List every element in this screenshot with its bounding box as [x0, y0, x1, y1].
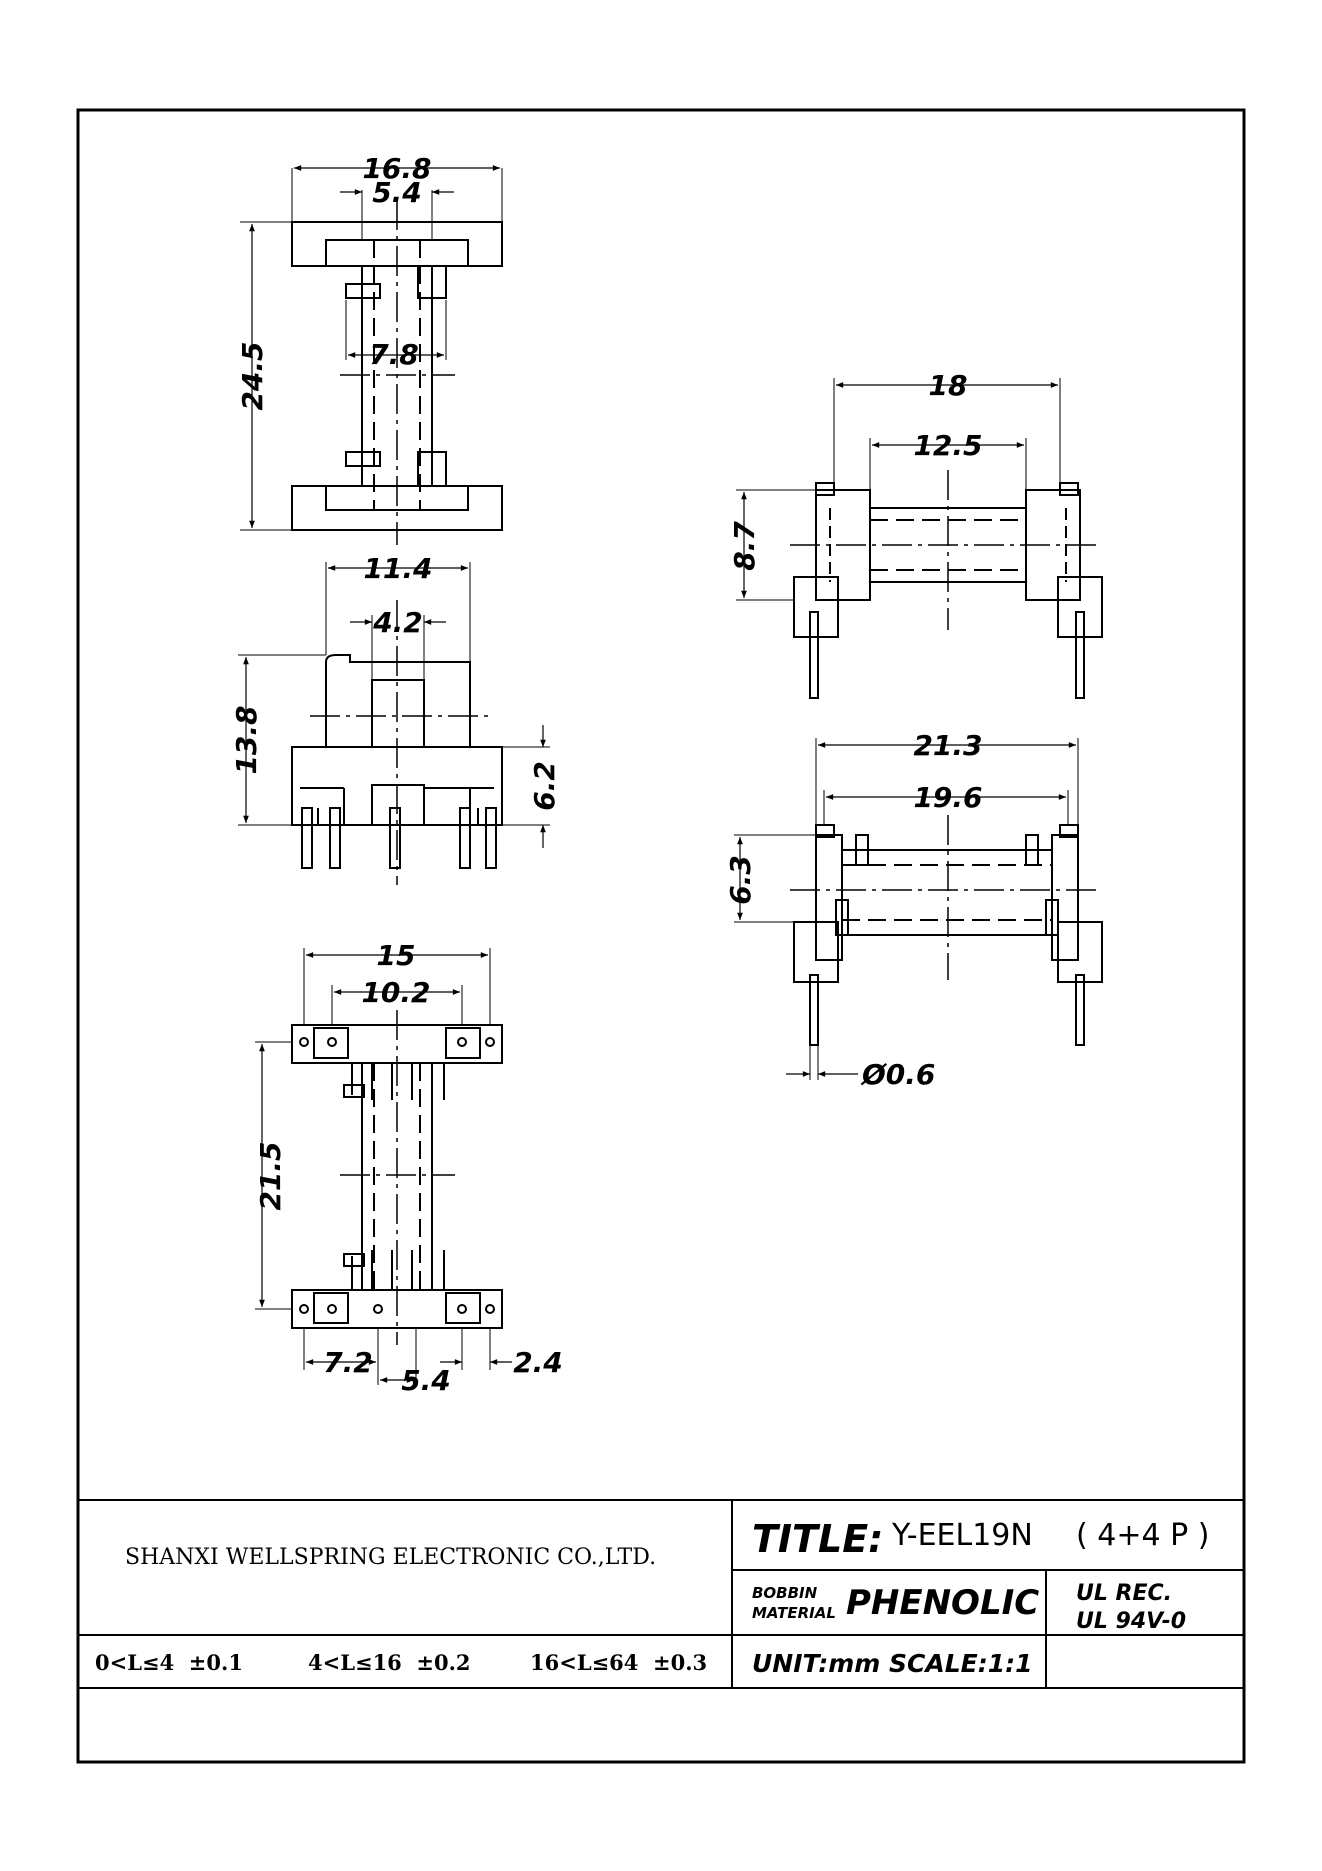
dim-bottom-height: 21.5 [254, 1141, 287, 1210]
tolerance-range-1: 0<L≤4 ±0.1 [95, 1650, 243, 1675]
side-view-upper [736, 378, 1103, 699]
dim-top-core: 7.8 [369, 338, 419, 371]
dim-bottom-edge: 2.4 [513, 1346, 563, 1379]
dim-pin-diameter: Ø0.6 [860, 1058, 935, 1091]
material-value: PHENOLIC [846, 1583, 1039, 1623]
title-pins: ( 4+4 P ) [1076, 1518, 1209, 1553]
front-view [238, 562, 550, 885]
top-view [240, 165, 503, 545]
dim-side2-height: 6.3 [724, 855, 757, 905]
dim-top-height: 24.5 [236, 341, 269, 410]
title-label: TITLE: [752, 1517, 883, 1561]
side-view-lower [734, 738, 1103, 1080]
dim-side2-inner: 19.6 [913, 781, 982, 814]
tolerance-range-3: 16<L≤64 ±0.3 [530, 1650, 707, 1675]
bottom-view [255, 948, 512, 1385]
ul-grade: UL 94V-0 [1076, 1609, 1186, 1634]
unit-scale: UNIT:mm SCALE:1:1 [752, 1649, 1033, 1678]
company-name: SHANXI WELLSPRING ELECTRONIC CO.,LTD. [125, 1545, 656, 1570]
dim-side-inner: 12.5 [913, 429, 982, 462]
dim-front-height: 13.8 [230, 705, 263, 774]
dim-bottom-center: 5.4 [401, 1364, 451, 1397]
dim-bottom-width: 15 [377, 939, 416, 972]
dim-bottom-pitch: 7.2 [323, 1346, 373, 1379]
title-block [78, 1499, 1244, 1689]
material-label: MATERIAL [752, 1604, 836, 1622]
dim-side-height: 8.7 [728, 521, 761, 571]
dim-top-width: 16.8 [362, 152, 431, 185]
tolerance-range-2: 4<L≤16 ±0.2 [308, 1650, 471, 1675]
ul-rec: UL REC. [1076, 1581, 1172, 1606]
dim-front-slot: 4.2 [372, 606, 423, 639]
dim-side2-width: 21.3 [913, 729, 982, 762]
bobbin-label: BOBBIN [752, 1584, 818, 1602]
drawing-border [76, 108, 1246, 1764]
dim-side-width: 18 [929, 369, 968, 402]
title-value: Y-EEL19N [891, 1518, 1033, 1553]
dim-front-base: 6.2 [528, 761, 561, 811]
dim-front-width: 11.4 [363, 552, 432, 585]
dim-bottom-inner: 10.2 [361, 976, 430, 1009]
dim-top-inner: 5.4 [372, 176, 422, 209]
